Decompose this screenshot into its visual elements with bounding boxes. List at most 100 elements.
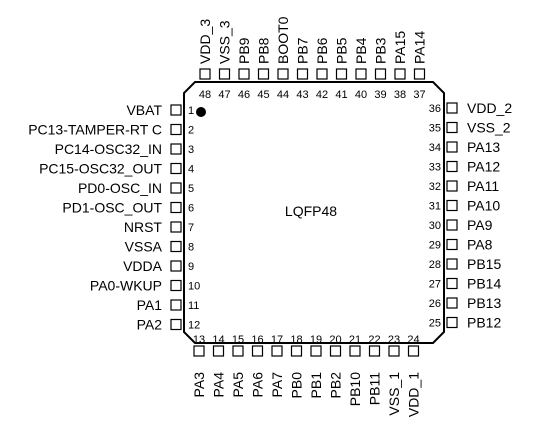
pin-12-label: PA2 [137,317,163,333]
pin-7-label: NRST [124,219,163,235]
pin-46-pad [238,68,250,80]
pin-45-pad [257,68,270,80]
pin-3-label: PC14-OSC32_IN [55,141,162,157]
pin-45-label: PB8 [256,37,272,64]
pin-8-number: 8 [188,242,194,254]
pin-22-label: PB11 [367,372,383,405]
pin-35-number: 35 [429,123,441,135]
pin-27-pad [446,277,458,290]
pin-37-pad [413,68,426,80]
pin-44-label: BOOT0 [275,16,291,64]
pin-31-pad [446,199,458,212]
pin-21-label: PB10 [347,372,363,406]
pin-32-label: PA11 [467,178,499,194]
pin-18-pad [290,345,303,357]
pin-15-pad [232,345,244,357]
pin-25-label: PB12 [467,315,501,331]
pin-2-pad [170,123,182,136]
pin-10-pad [170,279,182,292]
pin-28-number: 28 [429,259,441,271]
pin-41-number: 41 [335,89,347,101]
pin-2-number: 2 [188,125,194,137]
pin-29-number: 29 [429,240,441,252]
pin-47-pad [218,68,231,80]
pin-10-label: PA0-WKUP [90,278,162,294]
pin-47-label: VSS_3 [217,20,233,64]
pin-21-number: 21 [349,334,361,346]
pin-43-number: 43 [296,89,308,101]
pin-22-number: 22 [368,334,380,346]
pin-5-number: 5 [188,183,194,195]
pin-33-number: 33 [429,162,441,174]
pin-30-number: 30 [429,220,441,232]
pin-26-label: PB13 [467,295,501,311]
pin-42-label: PB6 [314,37,330,64]
pin-43-label: PB7 [295,37,311,64]
pin-32-number: 32 [429,181,441,193]
pin-36-label: VDD_2 [467,100,512,116]
pin-1-pad [170,104,182,116]
pin-31-label: PA10 [467,198,500,214]
pin-25-pad [446,316,458,329]
pin-45-number: 45 [257,89,269,101]
pin-3-pad [170,143,182,155]
pin-40-label: PB4 [353,37,369,64]
pin-14-label: PA4 [211,372,227,398]
pin-6-label: PD1-OSC_OUT [62,200,162,216]
pin-40-number: 40 [355,89,367,101]
pin-29-label: PA8 [467,237,493,253]
pin-42-pad [316,68,328,80]
pin-16-label: PA6 [250,372,266,398]
pin-31-number: 31 [429,201,441,213]
pin-38-pad [394,68,406,80]
pin-26-pad [446,297,458,309]
pin-23-pad [388,345,400,357]
pin-20-pad [329,345,342,357]
pin-37-number: 37 [413,89,425,101]
pin-13-pad [193,345,205,357]
pin-33-label: PA12 [467,159,500,175]
pin-22-pad [368,345,381,357]
pin-26-number: 26 [429,298,441,310]
pin-16-number: 16 [251,334,263,346]
pin-46-label: PB9 [236,37,252,64]
pin-19-number: 19 [310,334,322,346]
pin-39-number: 39 [374,89,386,101]
pin-7-number: 7 [188,222,194,234]
pin-39-label: PB3 [373,37,389,64]
pin-14-pad [212,345,225,357]
pin-19-label: PB1 [308,372,324,399]
pin-7-pad [170,221,182,233]
pin-9-number: 9 [188,261,194,273]
pin-30-pad [446,219,458,231]
pin-21-pad [349,345,361,357]
pin-11-label: PA1 [137,297,163,313]
pin-42-number: 42 [316,89,328,101]
pin1-marker-dot [196,107,206,117]
pin-9-pad [170,260,182,272]
pin-6-number: 6 [188,203,194,215]
pin-20-label: PB2 [328,372,344,399]
pin-17-pad [271,345,283,357]
pin-8-pad [170,240,182,253]
pin-17-number: 17 [271,334,283,346]
pin-12-pad [170,318,182,331]
pin-18-label: PB0 [289,372,305,399]
pin-37-label: PA14 [412,31,428,64]
pin-10-number: 10 [188,281,200,293]
pin-34-label: PA13 [467,139,500,155]
pin-47-number: 47 [218,89,230,101]
pin-44-pad [277,68,289,80]
pin-24-pad [407,345,420,357]
pin-29-pad [446,238,458,251]
pin-24-label: VDD_1 [406,372,422,417]
pin-28-label: PB15 [467,256,501,272]
pin-4-pad [170,162,182,175]
pin-12-number: 12 [188,320,200,332]
pin-40-pad [355,68,367,80]
pin-30-label: PA9 [467,217,493,233]
pin-41-label: PB5 [334,37,350,64]
pin-46-number: 46 [238,89,250,101]
pin-14-number: 14 [212,334,224,346]
pin-16-pad [251,345,264,357]
